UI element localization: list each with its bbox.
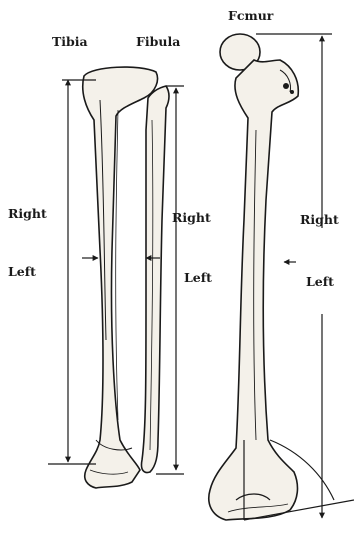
fibula-left-label: Left — [184, 272, 212, 285]
femur-right-label: Right — [300, 214, 339, 227]
femur-label: Fcmur — [228, 10, 273, 23]
femur-left-label: Left — [306, 276, 334, 289]
fibula-bone — [141, 86, 169, 473]
fibula-right-label: Right — [172, 212, 211, 225]
fibula-label: Fibula — [136, 36, 180, 49]
tibia-left-label: Left — [8, 266, 36, 279]
tibia-label: Tibia — [52, 36, 88, 49]
tibia-right-label: Right — [8, 208, 47, 221]
